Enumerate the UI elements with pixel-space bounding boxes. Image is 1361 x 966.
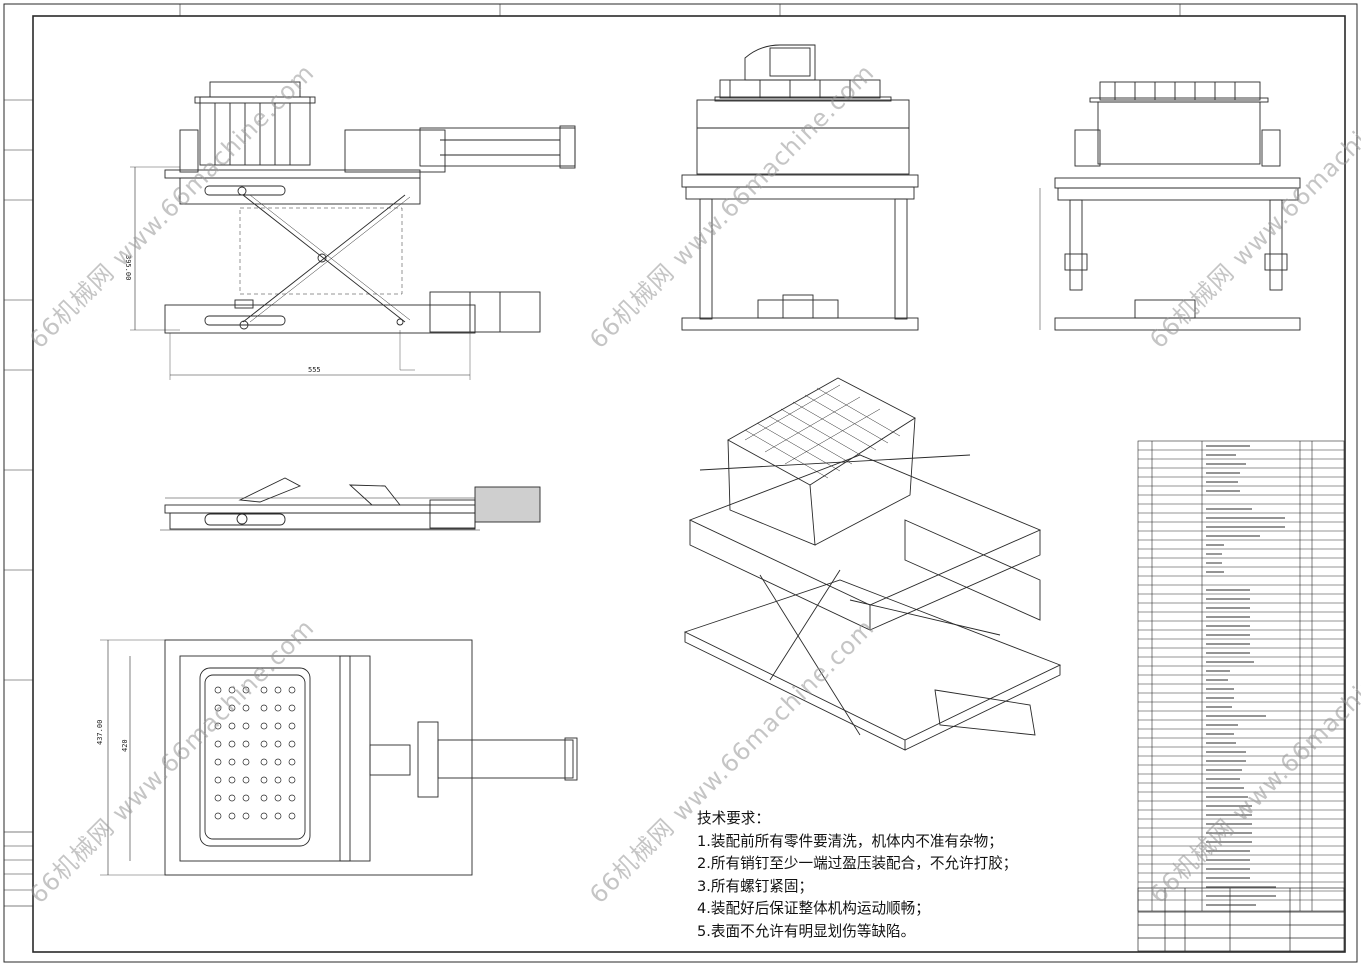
title-block [1137, 887, 1345, 952]
sheet-border [3, 3, 1358, 963]
dim-side-width: 555 [308, 366, 321, 374]
dim-side-height: 395.00 [124, 255, 132, 280]
technical-requirements: 技术要求： 1.装配前所有零件要清洗，机体内不准有杂物； 2.所有销钉至少一端过… [697, 808, 1097, 944]
top-margin-marks [179, 4, 1181, 16]
iso-tray-grid [744, 384, 901, 479]
section-view [160, 477, 541, 531]
front-elevation-view [681, 44, 919, 331]
top-plan-view [100, 639, 578, 876]
isometric-view [683, 377, 1062, 751]
tray-cell-grid [214, 686, 296, 820]
bill-of-materials [1137, 440, 1345, 912]
side-elevation-view [130, 81, 576, 380]
tech-req-item-4: 4.装配好后保证整体机构运动顺畅； [697, 900, 930, 918]
tech-req-item-3: 3.所有螺钉紧固； [697, 877, 814, 895]
tech-req-item-1: 1.装配前所有零件要清洗，机体内不准有杂物； [697, 832, 1003, 850]
tech-req-item-5: 5.表面不允许有明显划伤等缺陷。 [697, 922, 916, 940]
left-margin-marks [3, 99, 34, 907]
dim-top-height-inner: 420 [121, 739, 129, 752]
right-elevation-view [1039, 81, 1301, 331]
bom-row-text-placeholders [1206, 445, 1285, 906]
tech-req-item-2: 2.所有销钉至少一端过盈压装配合，不允许打胶； [697, 855, 1018, 873]
dim-top-height-outer: 437.00 [96, 720, 104, 745]
tech-req-title: 技术要求： [697, 810, 770, 827]
